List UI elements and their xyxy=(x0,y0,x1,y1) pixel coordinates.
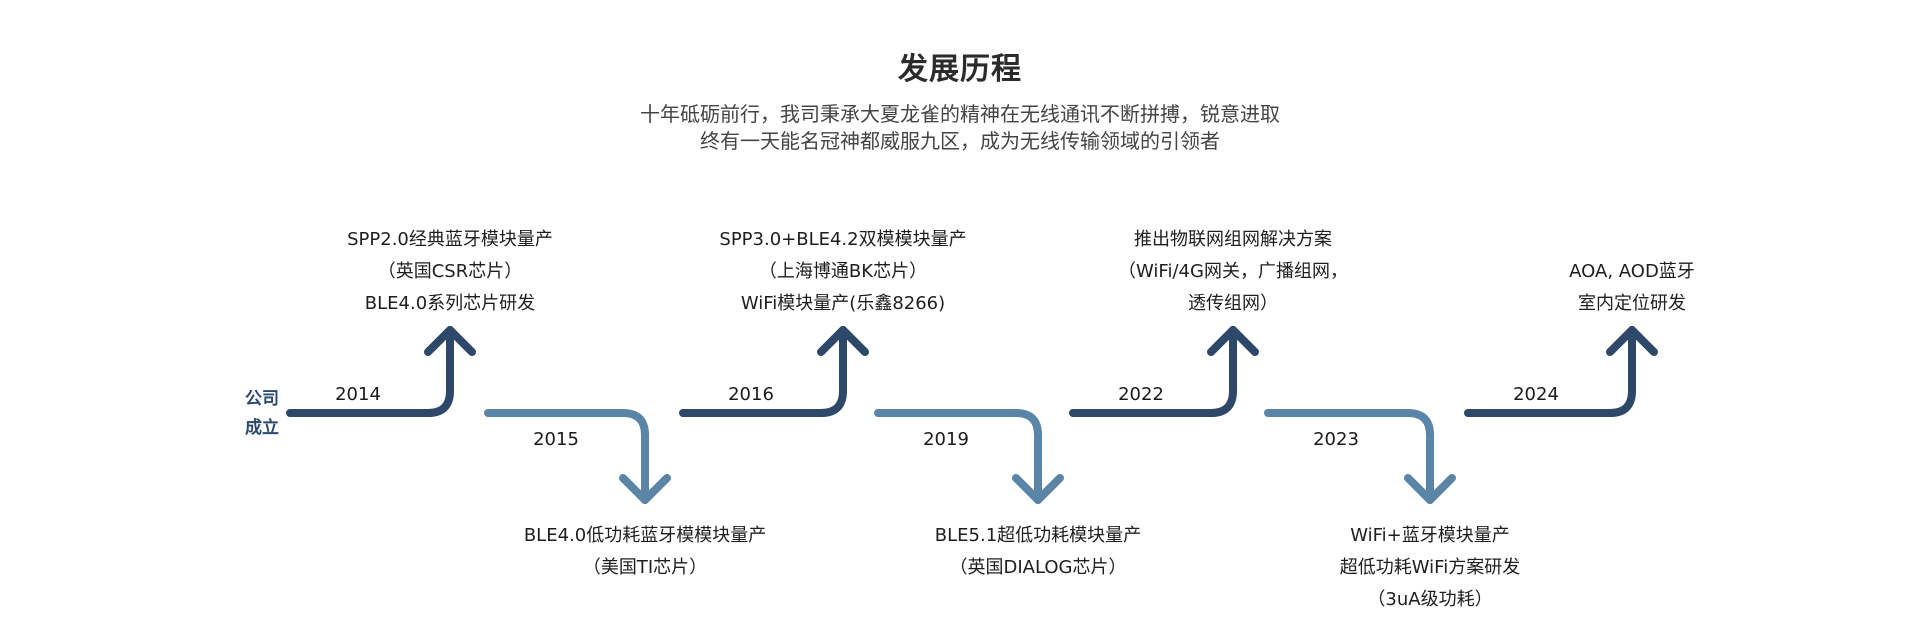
event-line: SPP2.0经典蓝牙模块量产 xyxy=(347,229,553,250)
timeline-segment-2014 xyxy=(286,326,454,417)
event-line: （英国DIALOG芯片） xyxy=(949,557,1127,578)
start-label-line-2: 成立 xyxy=(245,418,279,438)
event-line: （英国CSR芯片） xyxy=(377,261,523,282)
event-line: 推出物联网组网解决方案 xyxy=(1134,229,1332,250)
event-line: （WiFi/4G网关，广播组网， xyxy=(1118,261,1348,282)
event-description-2019: BLE5.1超低功耗模块量产 （英国DIALOG芯片） xyxy=(828,520,1248,584)
event-line: SPP3.0+BLE4.2双模模块量产 xyxy=(719,229,967,250)
event-line: BLE4.0低功耗蓝牙模模块量产 xyxy=(523,525,767,546)
timeline-segment-2015 xyxy=(484,409,649,504)
timeline-segment-2019 xyxy=(874,409,1042,504)
event-description-2024: AOA, AOD蓝牙室内定位研发 xyxy=(1422,256,1842,320)
timeline-segment-2024 xyxy=(1464,326,1636,417)
year-label-2016: 2016 xyxy=(728,384,774,405)
event-line: 室内定位研发 xyxy=(1578,293,1686,314)
arrow-down-icon xyxy=(1012,474,1064,504)
arrow-up-icon xyxy=(817,326,869,356)
event-description-2016: SPP3.0+BLE4.2双模模块量产 （上海博通BK芯片） WiFi模块量产(乐鑫… xyxy=(633,224,1053,320)
event-description-2015: BLE4.0低功耗蓝牙模模块量产 （美国TI芯片） xyxy=(435,520,855,584)
event-line: 超低功耗WiFi方案研发 xyxy=(1339,557,1521,578)
arrow-up-icon xyxy=(1606,326,1658,356)
event-line: （上海博通BK芯片） xyxy=(758,261,928,282)
page-subtitle-line-1: 十年砥砺前行，我司秉承大夏龙雀的精神在无线通讯不断拼搏，锐意进取 xyxy=(640,102,1280,126)
event-line: （3uA级功耗） xyxy=(1367,589,1493,610)
page-title: 发展历程 xyxy=(898,52,1022,87)
arrow-up-icon xyxy=(424,326,476,356)
event-line: （美国TI芯片） xyxy=(582,557,708,578)
event-line: 透传组网） xyxy=(1188,293,1278,314)
year-label-2019: 2019 xyxy=(923,429,969,450)
event-line: BLE5.1超低功耗模块量产 xyxy=(934,525,1142,546)
year-label-2014: 2014 xyxy=(335,384,381,405)
event-line: AOA, AOD蓝牙 xyxy=(1569,261,1695,282)
arrow-down-icon xyxy=(1404,474,1456,504)
event-line: WiFi模块量产(乐鑫8266) xyxy=(740,293,946,314)
event-line: WiFi+蓝牙模块量产 xyxy=(1350,525,1510,546)
event-description-2014: SPP2.0经典蓝牙模块量产 （英国CSR芯片） BLE4.0系列芯片研发 xyxy=(240,224,660,320)
page-subtitle-line-2: 终有一天能名冠神都威服九区，成为无线传输领域的引领者 xyxy=(700,129,1220,153)
event-line: BLE4.0系列芯片研发 xyxy=(364,293,536,314)
year-label-2024: 2024 xyxy=(1513,384,1559,405)
arrow-up-icon xyxy=(1207,326,1259,356)
company-founded-label: 公司 成立 xyxy=(222,385,302,443)
timeline-segment-2022 xyxy=(1069,326,1237,417)
timeline-segment-2016 xyxy=(679,326,847,417)
start-label-line-1: 公司 xyxy=(245,389,279,409)
event-description-2023: WiFi+蓝牙模块量产超低功耗WiFi方案研发 （3uA级功耗） xyxy=(1220,520,1640,616)
year-label-2023: 2023 xyxy=(1313,429,1359,450)
year-label-2022: 2022 xyxy=(1118,384,1164,405)
timeline-segment-2023 xyxy=(1264,409,1434,504)
event-description-2022: 推出物联网组网解决方案 （WiFi/4G网关，广播组网， 透传组网） xyxy=(1023,224,1443,320)
year-label-2015: 2015 xyxy=(533,429,579,450)
arrow-down-icon xyxy=(619,474,671,504)
